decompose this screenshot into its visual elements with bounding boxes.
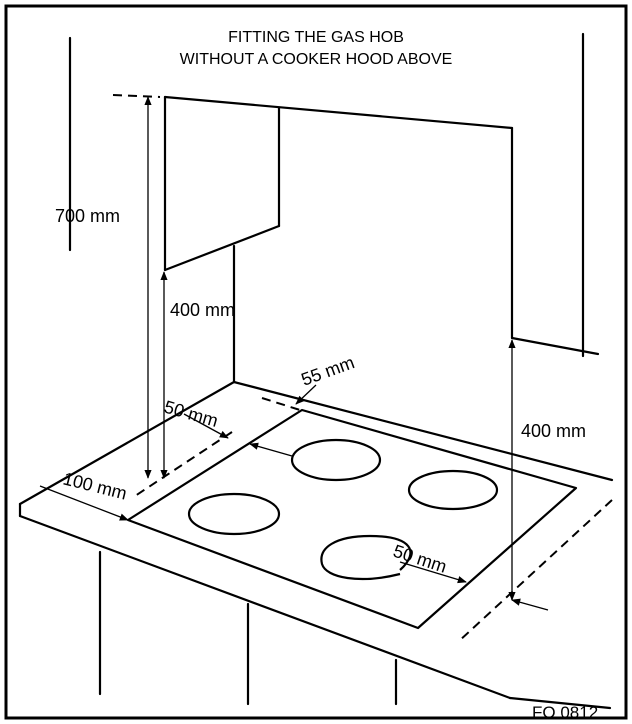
- walls: [68, 32, 585, 384]
- figure-code: FO 0812: [532, 703, 598, 722]
- dim-400mm-cabinet-label: 400 mm: [170, 300, 235, 320]
- dim-700mm-label: 700 mm: [55, 206, 120, 226]
- burner-rear-right: [407, 469, 499, 511]
- burner-front-left: [187, 492, 281, 536]
- clearance-dashes: [131, 397, 613, 643]
- outer-frame: [4, 4, 628, 720]
- wall-cabinet: [112, 94, 600, 356]
- dim-55mm-label: 55 mm: [299, 352, 358, 390]
- title-line-1: FITTING THE GAS HOB: [228, 29, 404, 46]
- dim-50mm-rear-label: 50 mm: [162, 397, 220, 431]
- burner-front-right: [320, 534, 412, 580]
- hob: [126, 408, 578, 630]
- dimension-arrows: [39, 96, 549, 611]
- dim-400mm-wall-label: 400 mm: [521, 421, 586, 441]
- title-line-2: WITHOUT A COOKER HOOD ABOVE: [180, 51, 453, 68]
- burner-rear-left: [290, 438, 382, 482]
- burners: [187, 438, 499, 580]
- base-cabinet-legs: [98, 550, 398, 706]
